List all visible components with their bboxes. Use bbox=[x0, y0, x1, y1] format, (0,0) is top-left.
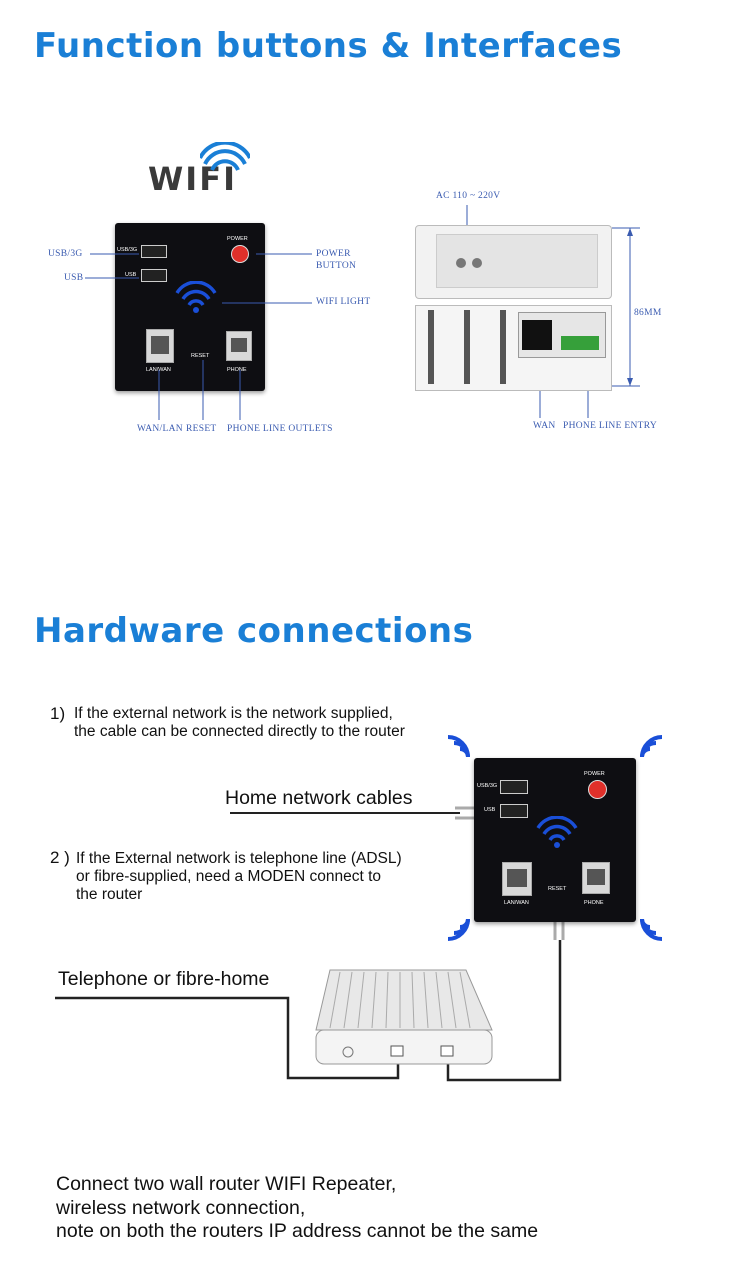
callout-usb3g: USB/3G bbox=[48, 249, 83, 259]
phone-entry-label: PHONE LINE ENTRY bbox=[563, 421, 657, 431]
usb3g-port bbox=[500, 780, 528, 794]
side-view-top bbox=[415, 225, 612, 299]
height-86mm-label: 86MM bbox=[634, 308, 662, 318]
callout-power-button-line1: POWER bbox=[316, 249, 351, 259]
lan-wan-label: LAN/WAN bbox=[146, 367, 171, 373]
usb3g-port-label: USB/3G bbox=[117, 247, 138, 253]
footer-line1: Connect two wall router WIFI Repeater, bbox=[56, 1173, 397, 1195]
power-button bbox=[231, 245, 249, 263]
router-front-panel: USB/3G USB POWER LAN/WAN RESET PHONE bbox=[115, 223, 265, 391]
phone-label: PHONE bbox=[584, 900, 604, 906]
wifi-light-icon bbox=[175, 281, 217, 313]
step1-line2: the cable can be connected directly to t… bbox=[74, 723, 405, 740]
wifi-signal-bottom-right-icon bbox=[640, 918, 663, 941]
footer-line2: wireless network connection, bbox=[56, 1197, 306, 1219]
wifi-brand-logo: WIFI bbox=[148, 160, 237, 198]
reset-label: RESET bbox=[191, 353, 210, 359]
phone-entry-terminal bbox=[561, 336, 599, 350]
callout-wifi-light: WIFI LIGHT bbox=[316, 297, 371, 307]
power-label: POWER bbox=[584, 771, 605, 777]
ac-input-label: AC 110 ~ 220V bbox=[436, 191, 501, 201]
phone-port bbox=[226, 331, 252, 361]
wifi-light-icon bbox=[536, 816, 578, 848]
usb-port-label: USB bbox=[484, 807, 496, 813]
wan-port-side bbox=[522, 320, 552, 350]
power-label: POWER bbox=[227, 236, 248, 242]
usb-port-label: USB bbox=[125, 272, 137, 278]
section-heading-hardware: Hardware connections bbox=[34, 611, 474, 651]
usb-port bbox=[141, 269, 167, 282]
step2-line1: If the External network is telephone lin… bbox=[76, 850, 402, 867]
reset-label: RESET bbox=[548, 886, 567, 892]
phone-port bbox=[582, 862, 610, 894]
usb-port bbox=[500, 804, 528, 818]
callout-wan-lan: WAN/LAN bbox=[137, 424, 183, 434]
wifi-logo-icon bbox=[200, 142, 250, 171]
lan-wan-label: LAN/WAN bbox=[504, 900, 529, 906]
step2-line2: or fibre-supplied, need a MODEN connect … bbox=[76, 868, 381, 885]
power-button bbox=[588, 780, 607, 799]
callout-reset: RESET bbox=[186, 424, 217, 434]
callout-usb: USB bbox=[64, 273, 84, 283]
usb3g-port-label: USB/3G bbox=[477, 783, 498, 789]
step1-line1: If the external network is the network s… bbox=[74, 705, 393, 722]
wifi-signal-top-right-icon bbox=[640, 735, 663, 758]
phone-label: PHONE bbox=[227, 367, 247, 373]
callout-lines bbox=[85, 205, 640, 420]
modem-device bbox=[315, 969, 493, 1065]
step2-number: 2 ) bbox=[50, 848, 70, 867]
footer-line3: note on both the routers IP address cann… bbox=[56, 1220, 539, 1242]
callout-phone-outlets: PHONE LINE OUTLETS bbox=[227, 424, 333, 434]
section-heading-functions: Function buttons & Interfaces bbox=[34, 26, 623, 66]
telephone-fibre-label: Telephone or fibre-home bbox=[58, 968, 270, 990]
lan-wan-port bbox=[146, 329, 174, 363]
usb3g-port bbox=[141, 245, 167, 258]
home-network-cables-label: Home network cables bbox=[225, 787, 413, 809]
lan-wan-port bbox=[502, 862, 532, 896]
step1-number: 1) bbox=[50, 704, 66, 723]
callout-power-button-line2: BUTTON bbox=[316, 261, 357, 271]
wifi-signal-bottom-left-icon bbox=[447, 918, 470, 941]
step2-line3: the router bbox=[76, 886, 143, 903]
wifi-signal-top-left-icon bbox=[447, 735, 470, 758]
router-panel-connections: USB/3G USB POWER LAN/WAN RESET PHONE bbox=[474, 758, 636, 922]
connection-diagram bbox=[55, 806, 565, 1082]
side-view-bottom bbox=[415, 305, 612, 391]
wan-side-label: WAN bbox=[533, 421, 556, 431]
